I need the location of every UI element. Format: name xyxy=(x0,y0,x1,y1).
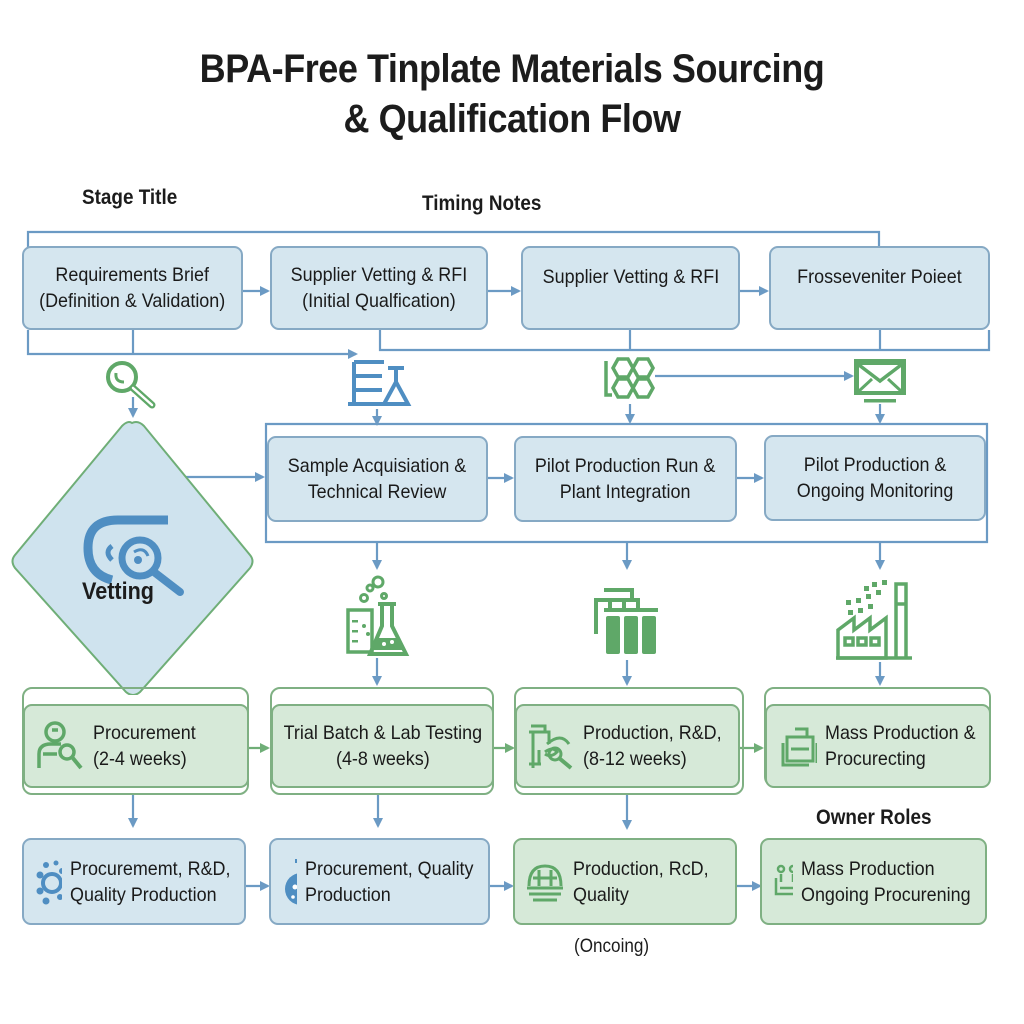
stage-box-production-rd-timing[interactable]: Production, R&D, (8-12 weeks) xyxy=(515,704,740,788)
stage-box-line1: Supplier Vetting & RFI xyxy=(542,266,719,288)
owner-roles-label: Owner Roles xyxy=(816,806,932,829)
envelope-icon xyxy=(854,359,906,403)
title-line-2: & Qualification Flow xyxy=(343,97,681,141)
production-tools-icon xyxy=(529,724,573,770)
procurement-person-icon xyxy=(37,721,83,770)
row1-under-bracket-right xyxy=(378,330,991,352)
lab-flask-chart-icon xyxy=(348,360,412,406)
stage-box-line1: Sample Acquisiation & xyxy=(288,455,467,477)
stage-box-procurement-timing[interactable]: Procurement (2-4 weeks) xyxy=(23,704,249,788)
factory-icon xyxy=(836,580,912,660)
owner-box-line1: Mass Production xyxy=(800,857,935,880)
production-plant-icon xyxy=(594,588,658,654)
timing-notes-label: Timing Notes xyxy=(422,192,542,215)
stage-box-line1: Pilot Production & xyxy=(803,454,947,476)
owner-box-procurement-rd-quality[interactable]: Procurememt, R&D, Quality Production xyxy=(22,838,246,925)
owner-box-line2: Quality xyxy=(573,883,629,906)
diagram-title: BPA-Free Tinplate Materials Sourcing & Q… xyxy=(51,44,973,144)
handover-icon xyxy=(774,864,793,895)
stage-box-frosseveniter-poieet[interactable]: Frosseveniter Poieet xyxy=(769,246,990,330)
team-gears-icon xyxy=(36,860,62,904)
vetting-label: Vetting xyxy=(82,578,155,605)
owner-box-line2: Quality Production xyxy=(69,883,217,906)
stage-box-line2: (4-8 weeks) xyxy=(335,748,430,770)
stage-box-requirements-brief[interactable]: Requirements Brief (Definition & Validati… xyxy=(22,246,243,330)
flask-icon xyxy=(285,858,297,904)
stage-box-line1: Frosseveniter Poieet xyxy=(797,266,962,288)
owner-box-line1: Procurememt, R&D, xyxy=(69,857,231,880)
globe-team-icon xyxy=(527,863,563,901)
stage-box-line1: Production, R&D, xyxy=(583,722,722,744)
top-bracket-line xyxy=(26,230,881,250)
stage-box-sample-acquisition[interactable]: Sample Acquisiation & Technical Review xyxy=(267,436,488,522)
title-line-1: BPA-Free Tinplate Materials Sourcing xyxy=(199,47,825,91)
owner-box-line1: Procurement, Quality xyxy=(304,857,474,880)
stage-box-line1: Procurement xyxy=(93,722,196,744)
vetting-search-icon xyxy=(83,515,184,596)
stage-box-line2: (Definition & Validation) xyxy=(39,290,226,312)
stage-box-line2: (Initial Qualfication) xyxy=(302,290,456,312)
stage-box-mass-production-procurecting[interactable]: Mass Production & Procurecting xyxy=(765,704,991,788)
hexagon-cluster-icon xyxy=(604,357,656,399)
ongoing-footnote: (Oncoing) xyxy=(574,936,650,957)
stage-box-line2: Procurecting xyxy=(825,748,927,770)
documents-icon xyxy=(781,727,818,767)
stage-title-label: Stage Title xyxy=(82,186,178,209)
stage-box-line1: Requirements Brief xyxy=(55,264,210,286)
owner-box-production-rd-quality[interactable]: Production, RcD, Quality xyxy=(513,838,737,925)
stage-box-line1: Pilot Production Run & xyxy=(535,455,716,477)
stage-box-line2: Plant Integration xyxy=(560,481,691,503)
owner-box-line2: Production xyxy=(304,883,391,906)
stage-box-line2: (8-12 weeks) xyxy=(583,748,687,770)
stage-box-line2: Ongoing Monitoring xyxy=(796,480,954,502)
stage-box-line1: Supplier Vetting & RFI xyxy=(290,264,468,286)
stage-box-pilot-production-run[interactable]: Pilot Production Run & Plant Integration xyxy=(514,436,737,522)
stage-box-supplier-vetting-rfi[interactable]: Supplier Vetting & RFI (Initial Qualficat… xyxy=(270,246,488,330)
stage-box-supplier-vetting-rfi-2[interactable]: Supplier Vetting & RFI xyxy=(521,246,740,330)
stage-box-line2: (2-4 weeks) xyxy=(93,748,187,770)
row1-under-bracket-left xyxy=(26,330,358,359)
stage-box-line1: Trial Batch & Lab Testing xyxy=(283,722,482,744)
magnifier-icon xyxy=(106,361,156,409)
owner-box-line1: Production, RcD, xyxy=(573,857,709,880)
row2-top-bracket xyxy=(264,422,989,544)
stage-box-line1: Mass Production & xyxy=(825,722,976,744)
stage-box-pilot-production-monitoring[interactable]: Pilot Production & Ongoing Monitoring xyxy=(764,435,986,521)
stage-box-trial-batch-lab-testing[interactable]: Trial Batch & Lab Testing (4-8 weeks) xyxy=(271,704,494,788)
vetting-decision-diamond[interactable] xyxy=(10,420,255,695)
lab-beakers-icon xyxy=(346,575,410,656)
stage-box-line2: Technical Review xyxy=(308,481,447,503)
owner-box-line2: Ongoing Procurening xyxy=(800,883,971,906)
